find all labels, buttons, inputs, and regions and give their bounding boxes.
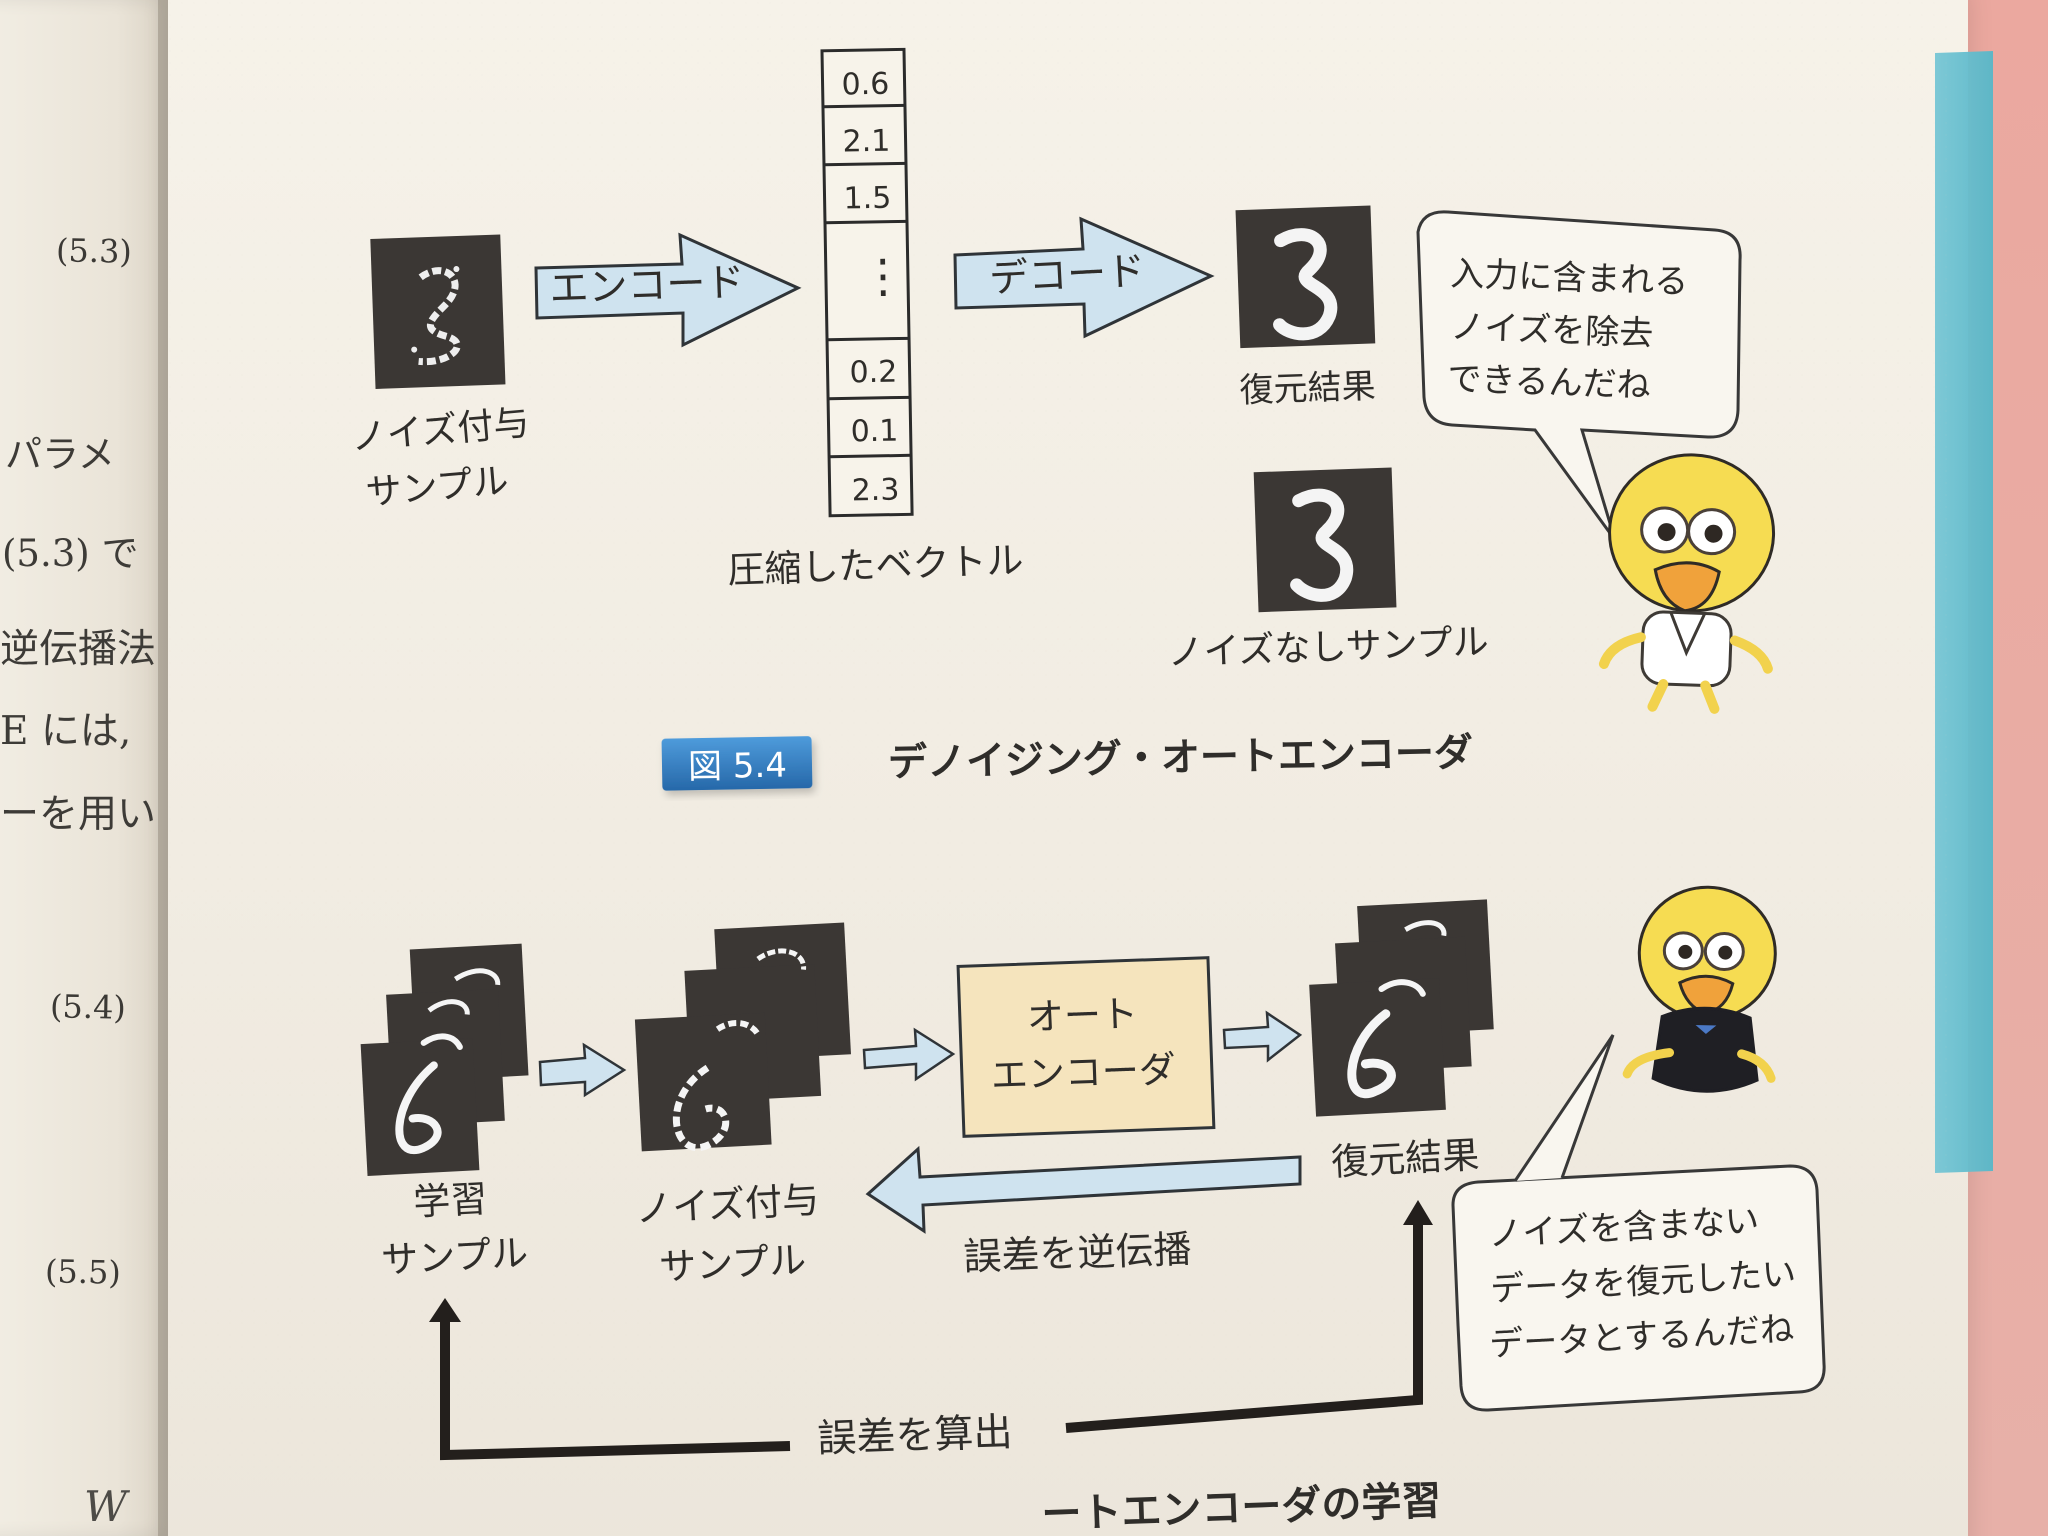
- reconstructed-label: 復元結果: [1239, 366, 1376, 411]
- decode-label: デコード: [988, 249, 1146, 302]
- autoencoder-label-2: エンコーダ: [990, 1048, 1176, 1097]
- autoencoder-box: オート エンコーダ: [958, 958, 1214, 1137]
- vector-value-5: 0.1: [850, 414, 898, 450]
- clean-sample-image: [1254, 467, 1397, 612]
- figure-badge-label: 図 5.4: [688, 746, 788, 788]
- vector-value-4: 0.2: [849, 355, 897, 391]
- autoencoder-label-1: オート: [1026, 992, 1138, 1039]
- training-sample-label-2: サンプル: [380, 1231, 529, 1282]
- training-sample-label-1: 学習: [412, 1177, 488, 1224]
- reconstructed-sample-image: [1236, 205, 1376, 348]
- reconstructed-lower-label: 復元結果: [1330, 1133, 1480, 1184]
- noisy-sample-image: [370, 234, 505, 388]
- encode-label: エンコード: [549, 260, 745, 312]
- speech-top-line-1: 入力に含まれる: [1450, 254, 1689, 302]
- vector-value-3: 1.5: [843, 181, 891, 217]
- backprop-label: 誤差を逆伝播: [963, 1227, 1192, 1279]
- error-calculation-label: 誤差を算出: [817, 1410, 1013, 1462]
- compressed-vector: 0.6 2.1 1.5 ⋮ 0.2 0.1 2.3: [822, 49, 912, 515]
- vector-value-6: 2.3: [851, 473, 899, 509]
- vector-value-1: 0.6: [841, 67, 889, 103]
- owl-mascot-icon: [1627, 886, 1777, 1093]
- vector-ellipsis: ⋮: [859, 248, 906, 303]
- noisy-sample-lower-label-2: サンプル: [658, 1238, 807, 1289]
- speech-top-line-3: できるんだね: [1447, 359, 1652, 406]
- vector-value-2: 2.1: [842, 124, 890, 160]
- speech-top-line-2: ノイズを除去: [1450, 307, 1654, 354]
